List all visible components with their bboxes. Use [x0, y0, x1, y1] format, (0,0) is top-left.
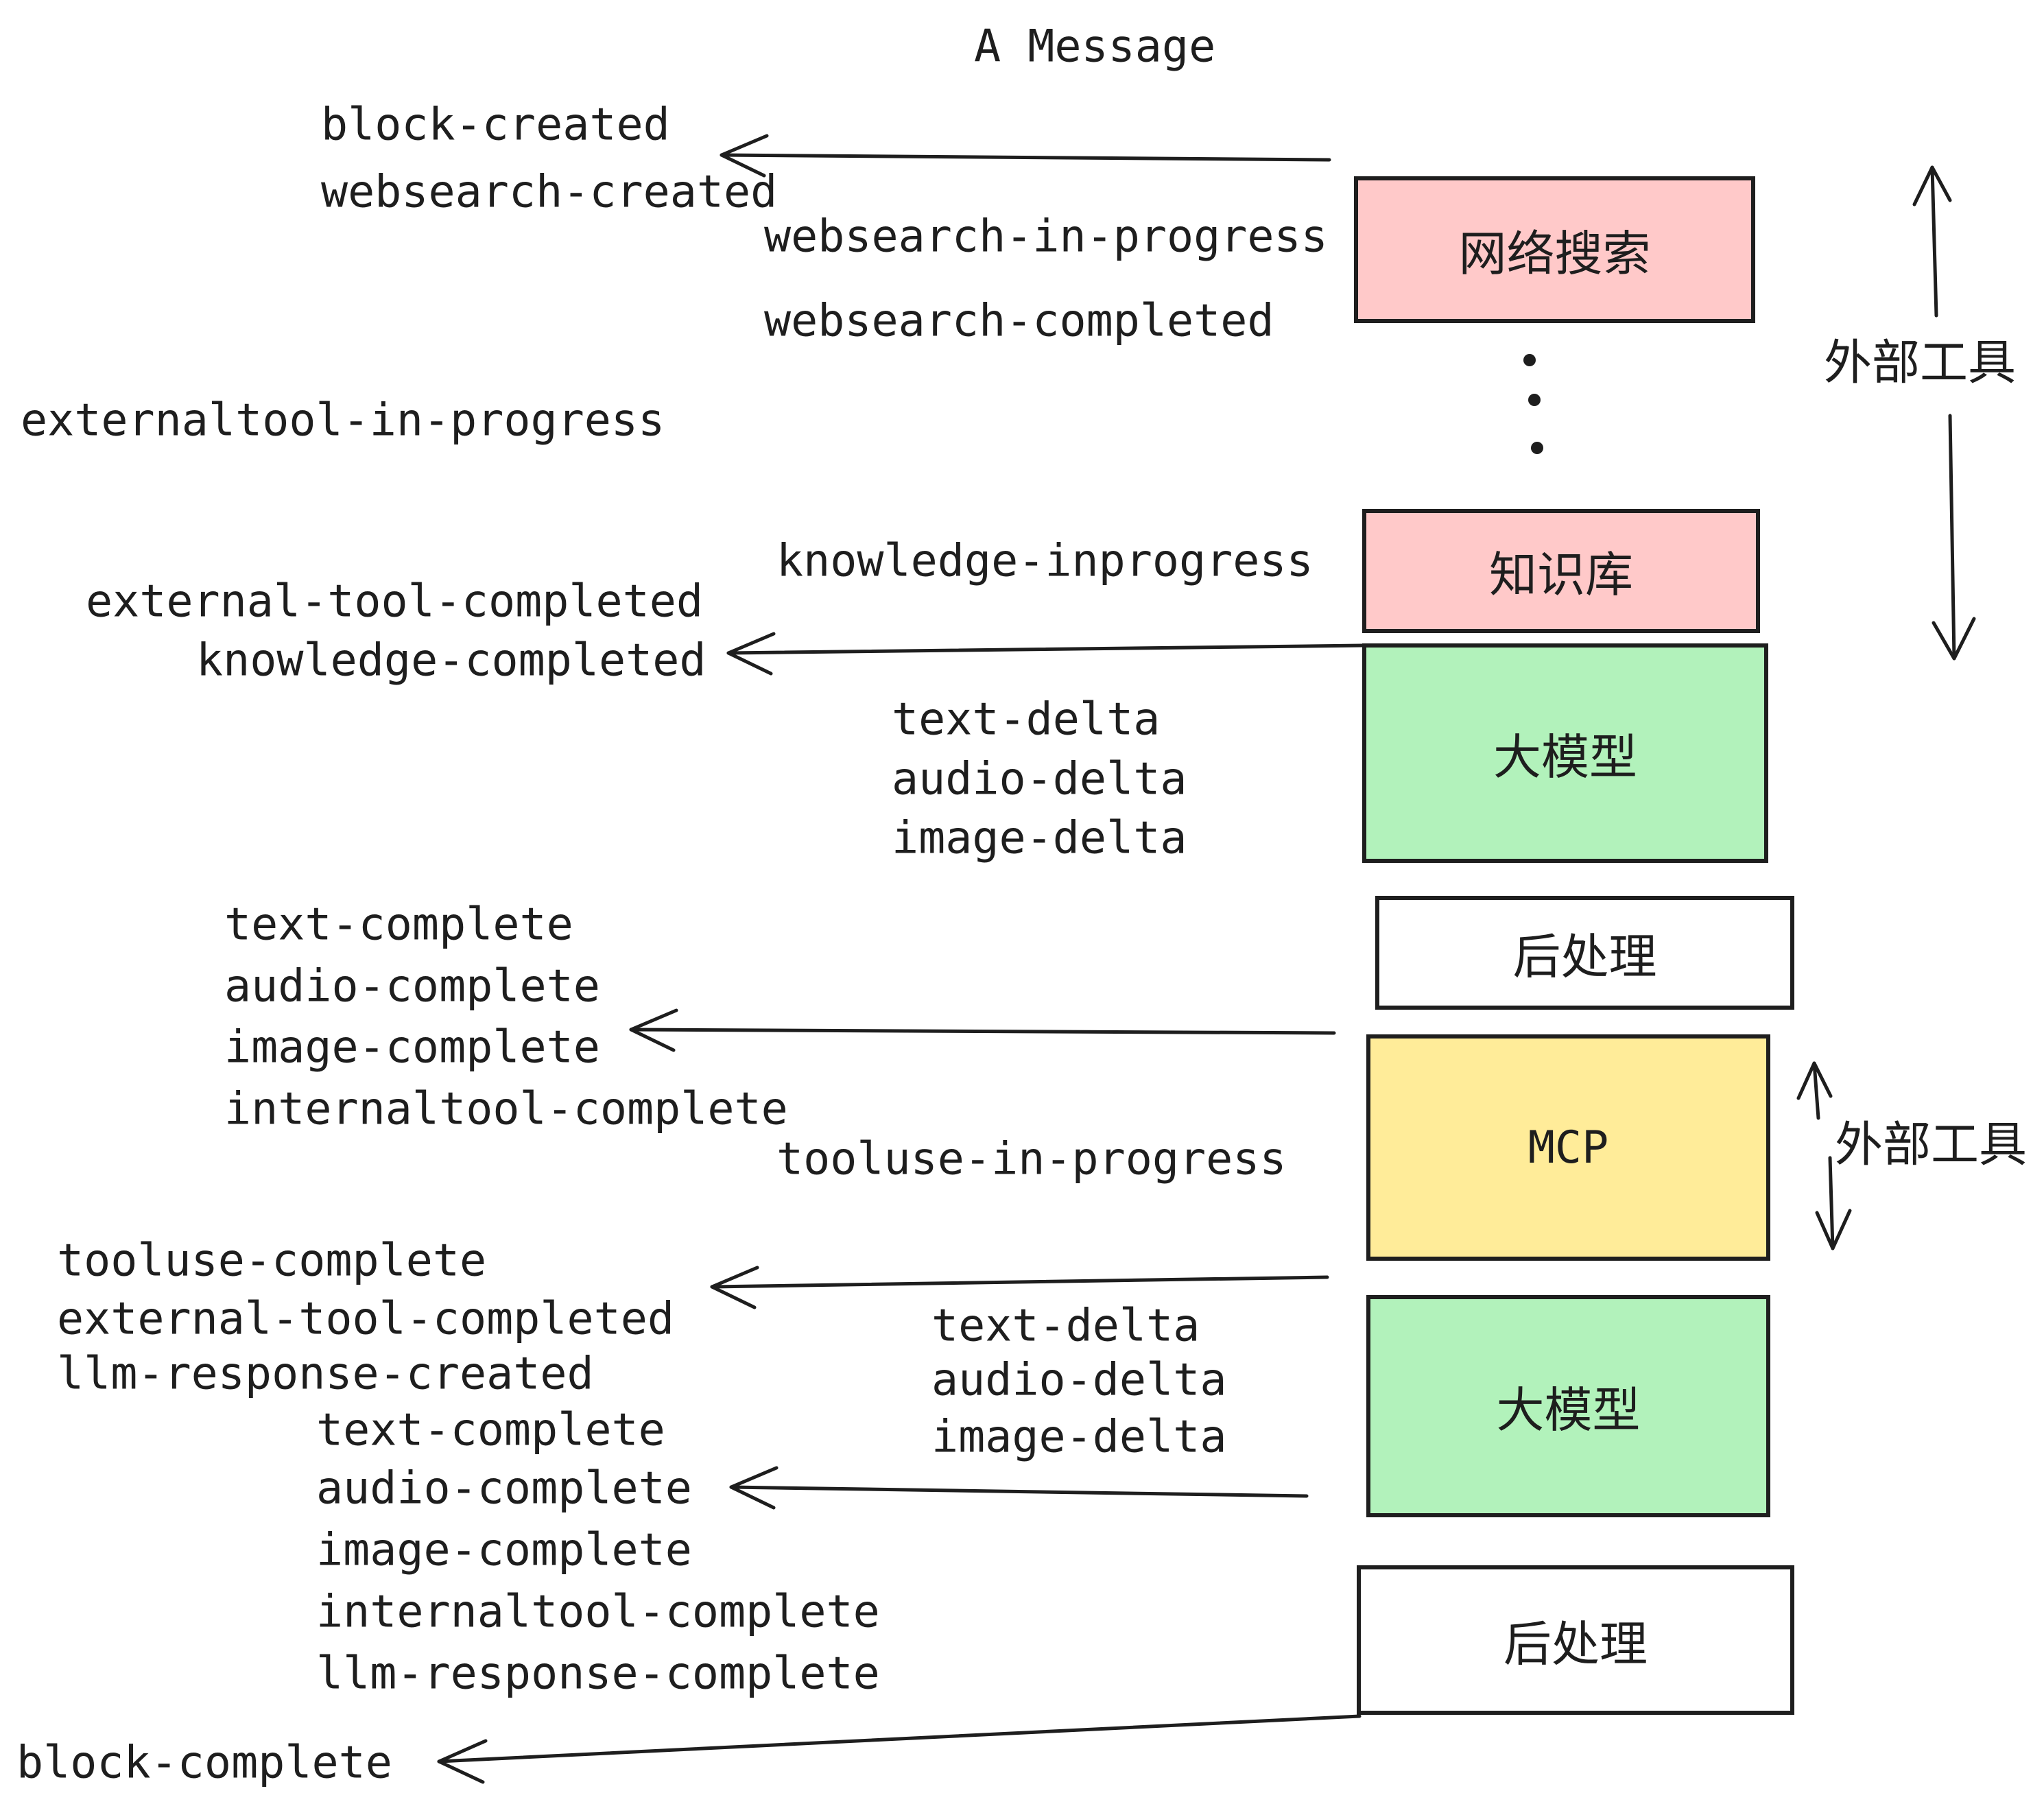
node-postprocess-box-2: 后处理	[1357, 1565, 1794, 1715]
event-audio-complete-2: audio-complete	[316, 1462, 692, 1515]
event-text-delta-1: text-delta	[892, 693, 1161, 746]
event-websearch-created: websearch-created	[321, 166, 778, 218]
diagram-title: A Message	[974, 21, 1216, 73]
event-image-complete-2: image-complete	[316, 1524, 692, 1576]
node-postprocess-label-2: 后处理	[1504, 1615, 1648, 1672]
event-websearch-completed: websearch-completed	[764, 295, 1274, 347]
event-websearch-in-progress: websearch-in-progress	[764, 211, 1328, 263]
event-image-delta-2: image-delta	[931, 1411, 1227, 1463]
event-tooluse-complete: tooluse-complete	[57, 1235, 487, 1287]
event-audio-delta-2: audio-delta	[931, 1354, 1227, 1406]
event-text-delta-2: text-delta	[931, 1300, 1200, 1352]
label-external-tools-top: 外部工具	[1824, 334, 2016, 391]
event-audio-complete-1: audio-complete	[224, 960, 600, 1012]
node-llm-box-1: 大模型	[1362, 643, 1768, 863]
node-llm-label-2: 大模型	[1496, 1381, 1641, 1438]
event-internaltool-complete-1: internaltool-complete	[224, 1083, 788, 1135]
node-llm-label-1: 大模型	[1493, 728, 1637, 785]
event-text-complete-2: text-complete	[316, 1404, 665, 1456]
label-external-tools-mid: 外部工具	[1835, 1116, 2027, 1173]
node-knowledge-label: 知识库	[1489, 547, 1633, 603]
event-block-complete: block-complete	[16, 1737, 392, 1789]
arrow-to-block-complete	[437, 1714, 1362, 1784]
event-externaltool-in-progress: externaltool-in-progress	[21, 394, 665, 447]
event-llm-response-created: llm-response-created	[57, 1348, 594, 1400]
node-knowledge-box: 知识库	[1362, 509, 1760, 633]
event-llm-response-complete: llm-response-complete	[316, 1648, 880, 1700]
arrow-external-tools-top-down	[1932, 414, 1976, 661]
event-block-created: block-created	[321, 99, 670, 151]
node-llm-box-2: 大模型	[1366, 1295, 1770, 1517]
node-postprocess-label-1: 后处理	[1512, 928, 1657, 985]
event-text-complete-1: text-complete	[224, 899, 573, 951]
event-internaltool-complete-2: internaltool-complete	[316, 1586, 880, 1638]
node-websearch-box: 网络搜索	[1354, 176, 1755, 323]
arrow-to-knowledge-completed	[726, 632, 1364, 676]
node-postprocess-box-1: 后处理	[1375, 896, 1794, 1010]
arrow-to-audio-complete	[729, 1466, 1309, 1510]
event-image-complete-1: image-complete	[224, 1021, 600, 1073]
event-external-tool-completed-1: external-tool-completed	[86, 575, 704, 628]
node-websearch-label: 网络搜索	[1458, 225, 1651, 282]
ellipsis-dots	[1523, 354, 1543, 454]
event-knowledge-inprogress: knowledge-inprogress	[776, 535, 1314, 587]
arrow-external-tools-mid-up	[1796, 1061, 1833, 1120]
arrow-to-image-complete	[629, 1008, 1336, 1052]
event-image-delta-1: image-delta	[892, 812, 1187, 864]
arrow-external-tools-top-up	[1912, 165, 1952, 318]
event-tooluse-in-progress: tooluse-in-progress	[776, 1133, 1287, 1185]
node-mcp-label: MCP	[1528, 1121, 1609, 1174]
event-audio-delta-1: audio-delta	[892, 753, 1187, 805]
node-mcp-box: MCP	[1366, 1034, 1770, 1261]
event-external-tool-completed-2: external-tool-completed	[57, 1293, 675, 1345]
arrow-to-block-created	[720, 134, 1331, 178]
event-knowledge-completed: knowledge-completed	[196, 634, 706, 687]
